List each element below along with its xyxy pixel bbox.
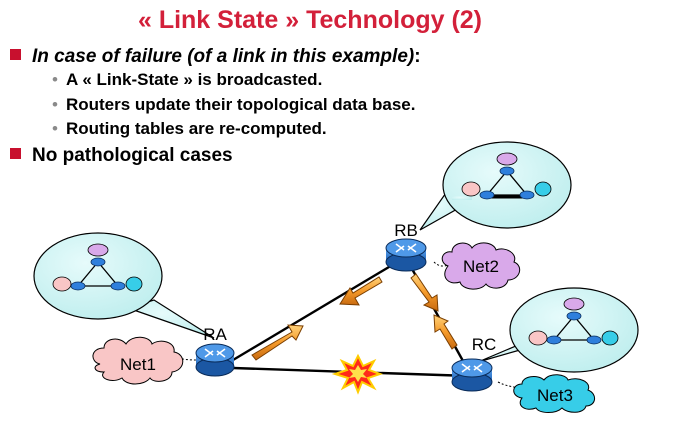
mini-cloud-icon [528, 330, 548, 346]
callout-ra-topology [33, 232, 215, 339]
bullet-no-pathological: No pathological cases [10, 145, 233, 167]
lsa-arrow-from-rb [339, 276, 383, 306]
router-rc: RC [451, 335, 497, 392]
mini-router-icon [479, 190, 495, 200]
sub-bullet-dot-icon: • [52, 70, 58, 89]
mini-cloud-icon [534, 181, 552, 197]
mini-cloud-icon [601, 330, 619, 346]
lsa-arrow-rb-down [410, 273, 439, 312]
mini-cloud-icon [563, 297, 585, 311]
mini-router-icon [586, 335, 602, 345]
callout-bubble [33, 232, 163, 320]
mini-topology-rb [461, 152, 552, 200]
cloud-icon [513, 374, 595, 413]
bullet-square-icon [10, 49, 21, 60]
sub-bullet-update-text: Routers update their topological data ba… [65, 95, 416, 114]
net1-cloud: Net1 [92, 336, 184, 385]
lsa-arrow-rc-up [433, 314, 458, 350]
router-arrows-icon [461, 363, 483, 373]
router-rb-label: RB [394, 221, 418, 240]
bullet-failure-colon: : [414, 46, 421, 67]
mini-router-icon [110, 281, 126, 291]
arrow-icon [410, 273, 439, 312]
arrow-icon [339, 276, 383, 306]
arrow-icon [251, 324, 304, 361]
router-rc-label: RC [472, 335, 497, 354]
mini-cloud-icon [87, 243, 109, 257]
callout-rb-topology [419, 141, 572, 231]
mini-router-icon [546, 335, 562, 345]
mini-router-icon [519, 190, 535, 200]
arrow-icon [433, 314, 458, 350]
mini-topology-ra [52, 243, 143, 292]
net2-cloud: Net2 [441, 242, 521, 290]
net2-label: Net2 [463, 257, 499, 276]
cloud-icon [441, 242, 521, 290]
mini-router-icon [70, 281, 86, 291]
sub-bullet-broadcast-text: A « Link-State » is broadcasted. [65, 70, 323, 89]
sub-bullet-dot-icon: • [52, 119, 58, 138]
callout-rc-topology [477, 287, 639, 373]
router-arrows-icon [204, 348, 226, 358]
mini-cloud-icon [125, 276, 143, 292]
mini-cloud-icon [52, 276, 72, 292]
slide-title: « Link State » Technology (2) [137, 6, 483, 34]
router-arrows-icon [395, 243, 417, 253]
link-ra-rb [232, 256, 405, 362]
sub-bullet-broadcast: • A « Link-State » is broadcasted. [52, 70, 322, 90]
bullet-square-icon [10, 148, 21, 159]
router-rb: RB [385, 221, 427, 272]
sub-bullet-recompute: • Routing tables are re-computed. [52, 119, 327, 139]
net3-cloud: Net3 [513, 374, 595, 413]
bullet-failure: In case of failure (of a link in this ex… [10, 46, 421, 68]
net3-label: Net3 [537, 386, 573, 405]
mini-router-icon [499, 166, 515, 176]
callout-bubble [509, 287, 639, 373]
link-failure-burst-icon [331, 353, 384, 395]
sub-bullet-dot-icon: • [52, 95, 58, 114]
mini-cloud-icon [496, 152, 518, 166]
bullet-failure-text: In case of failure (of a link in this ex… [32, 46, 415, 67]
mini-router-icon [90, 257, 106, 267]
router-ra-label: RA [203, 325, 227, 344]
mini-router-icon [566, 311, 582, 321]
sub-bullet-recompute-text: Routing tables are re-computed. [65, 119, 327, 138]
net1-label: Net1 [120, 355, 156, 374]
callout-bubble [442, 141, 572, 229]
lsa-arrow-to-ra [251, 324, 304, 361]
bullet-no-pathological-text: No pathological cases [32, 145, 233, 166]
mini-cloud-icon [461, 181, 481, 197]
router-ra: RA [195, 325, 235, 377]
cloud-icon [92, 336, 184, 385]
mini-topology-rc [528, 297, 619, 346]
link-rc-net3 [497, 381, 519, 389]
sub-bullet-update: • Routers update their topological data b… [52, 95, 415, 115]
